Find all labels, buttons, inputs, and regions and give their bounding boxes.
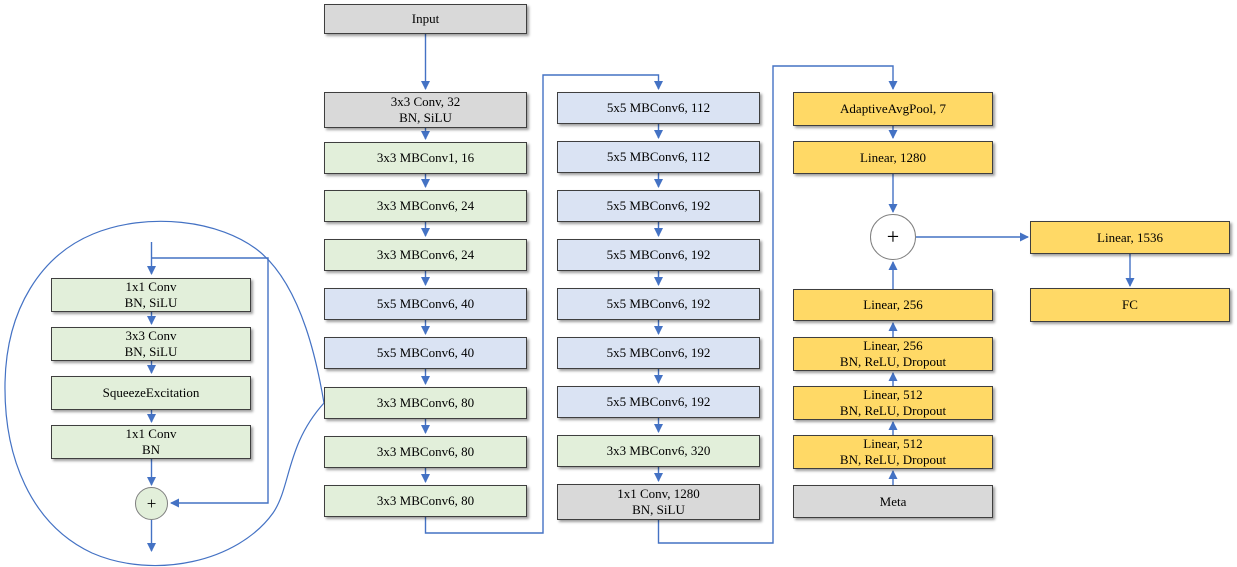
detail-residual-add: + — [135, 487, 168, 520]
node-mbconv6-24-1: 3x3 MBConv6, 24 — [324, 190, 527, 222]
node-mbconv6-80-2: 3x3 MBConv6, 80 — [324, 436, 527, 468]
node-head-conv-1280: 1x1 Conv, 1280 BN, SiLU — [557, 484, 760, 520]
node-linear-512-bn-1: Linear, 512 BN, ReLU, Dropout — [793, 386, 993, 420]
feature-merge-add: + — [870, 214, 916, 260]
node-linear-256: Linear, 256 — [793, 289, 993, 321]
node-linear-512-bn-2: Linear, 512 BN, ReLU, Dropout — [793, 435, 993, 469]
node-linear-1280: Linear, 1280 — [793, 141, 993, 174]
mbconv-detail-outline — [4, 220, 325, 567]
node-fc-output: FC — [1030, 288, 1230, 322]
node-project-conv: 1x1 Conv BN — [51, 425, 251, 459]
node-mbconv6-40-1: 5x5 MBConv6, 40 — [324, 288, 527, 320]
node-meta-input: Meta — [793, 485, 993, 518]
node-mbconv6-24-2: 3x3 MBConv6, 24 — [324, 239, 527, 271]
node-input: Input — [324, 4, 527, 34]
node-squeeze-excitation: SqueezeExcitation — [51, 376, 251, 410]
node-mbconv6-40-2: 5x5 MBConv6, 40 — [324, 337, 527, 369]
node-linear-1536: Linear, 1536 — [1030, 221, 1230, 254]
node-depthwise-conv: 3x3 Conv BN, SiLU — [51, 327, 251, 361]
node-mbconv6-112-1: 5x5 MBConv6, 112 — [557, 92, 760, 124]
node-adaptive-avgpool: AdaptiveAvgPool, 7 — [793, 92, 993, 126]
node-stem-conv: 3x3 Conv, 32 BN, SiLU — [324, 92, 527, 128]
node-mbconv6-192-5: 5x5 MBConv6, 192 — [557, 386, 760, 418]
flow-wrap-stage1-stage2 — [424, 74, 663, 534]
detail-skip-connection — [151, 257, 269, 508]
node-mbconv6-80-1: 3x3 MBConv6, 80 — [324, 387, 527, 419]
node-expand-conv: 1x1 Conv BN, SiLU — [51, 278, 251, 312]
node-mbconv6-192-1: 5x5 MBConv6, 192 — [557, 190, 760, 222]
node-mbconv6-80-3: 3x3 MBConv6, 80 — [324, 485, 527, 517]
node-linear-256-bn: Linear, 256 BN, ReLU, Dropout — [793, 337, 993, 371]
node-mbconv1-16: 3x3 MBConv1, 16 — [324, 142, 527, 174]
node-mbconv6-320: 3x3 MBConv6, 320 — [557, 435, 760, 467]
node-mbconv6-112-2: 5x5 MBConv6, 112 — [557, 141, 760, 173]
node-mbconv6-192-4: 5x5 MBConv6, 192 — [557, 337, 760, 369]
node-mbconv6-192-2: 5x5 MBConv6, 192 — [557, 239, 760, 271]
flow-wrap-stage2-head — [657, 65, 898, 544]
node-mbconv6-192-3: 5x5 MBConv6, 192 — [557, 288, 760, 320]
